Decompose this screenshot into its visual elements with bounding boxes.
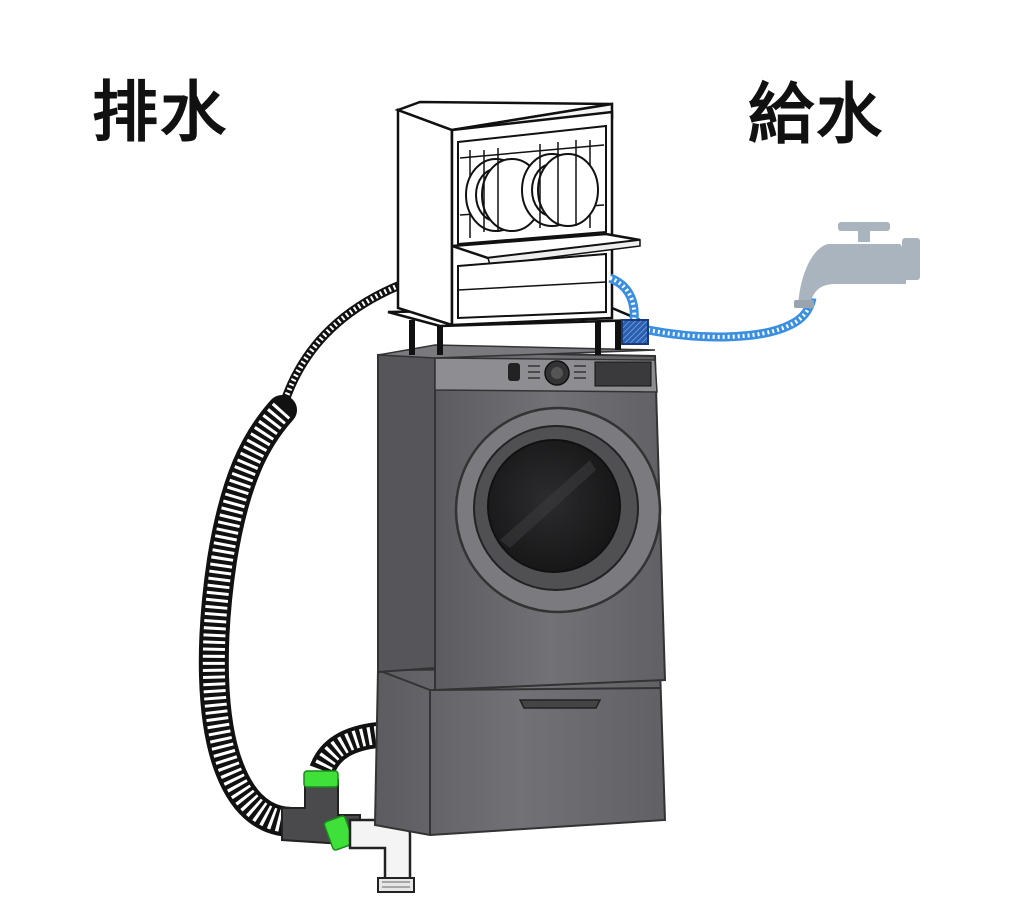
power-button xyxy=(508,363,520,381)
washer-drain-hose xyxy=(309,722,380,776)
washer-pedestal xyxy=(373,666,667,837)
faucet-icon xyxy=(794,222,920,308)
dishwasher xyxy=(394,100,641,327)
water-supply-label: 給水 xyxy=(748,76,884,153)
green-tape-top xyxy=(303,770,339,788)
drawer-handle xyxy=(518,699,602,709)
drain-hose xyxy=(198,280,402,837)
supply-valve-box xyxy=(621,319,649,345)
water-supply-hose xyxy=(608,273,817,345)
display-panel xyxy=(594,361,652,387)
dishes xyxy=(465,153,599,232)
drain-label: 排水 xyxy=(92,74,228,151)
washing-machine xyxy=(377,344,667,692)
y-branch-connector xyxy=(281,770,361,851)
